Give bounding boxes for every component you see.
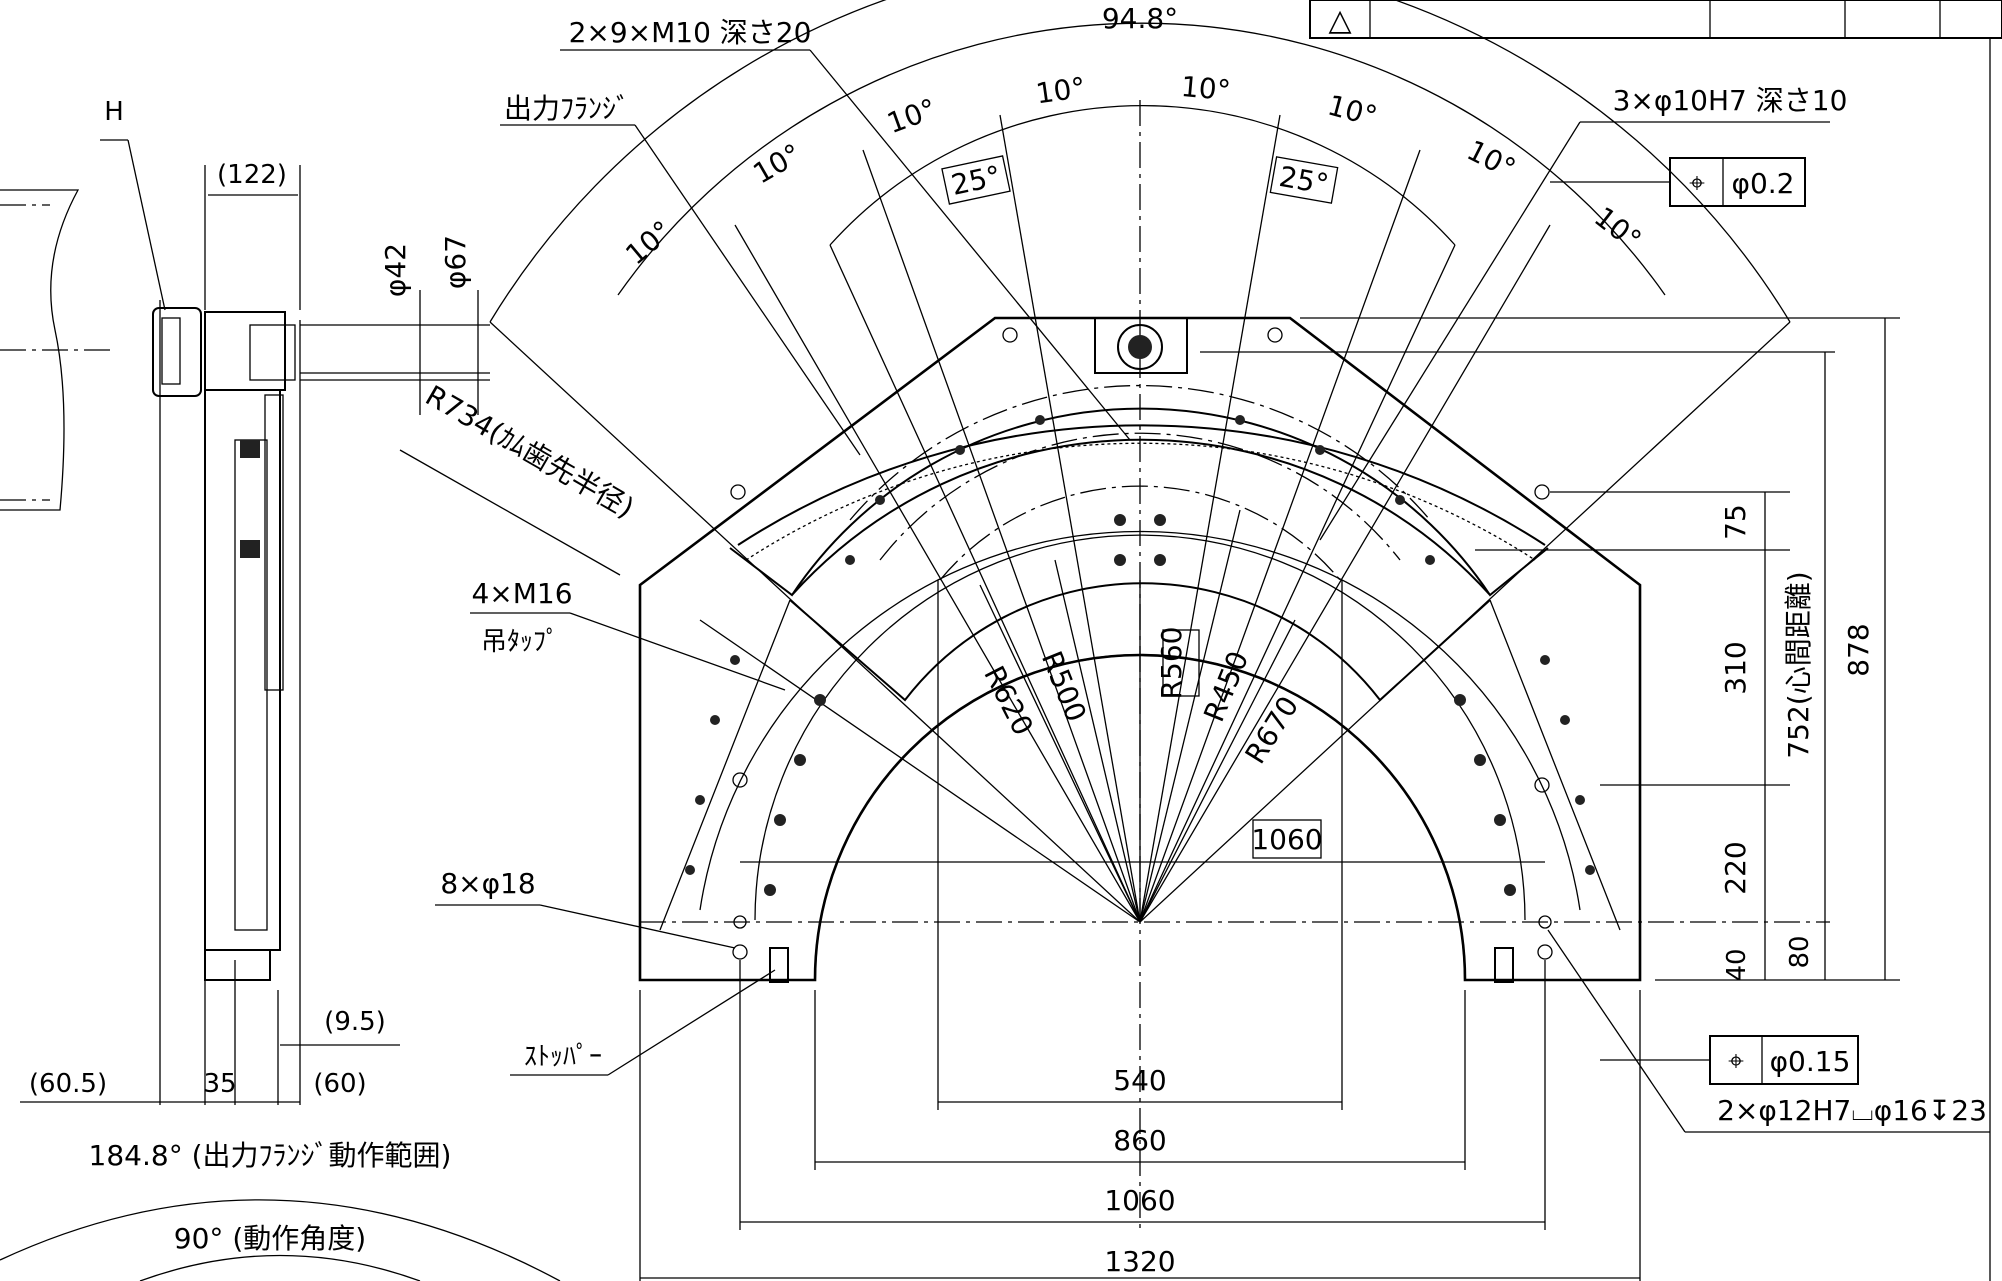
dim-122: (122) xyxy=(217,160,287,190)
radius-r560: R560 xyxy=(1155,627,1188,700)
dim-310: 310 xyxy=(1719,641,1752,694)
dim-540: 540 xyxy=(1113,1064,1166,1097)
side-view: (122) H φ42 φ67 (60.5) 35 (60) (9.5) xyxy=(0,97,490,1105)
dim-phi67: φ67 xyxy=(439,235,472,289)
output-flange-label: 出力ﾌﾗﾝｼﾞ xyxy=(504,92,630,125)
range-184-label: 184.8° (出力ﾌﾗﾝｼﾞ動作範囲) xyxy=(89,1139,452,1172)
angle-10-h: 10° xyxy=(1588,200,1647,257)
lift-tap-label: 吊ﾀｯﾌﾟ xyxy=(481,627,559,657)
dim-860: 860 xyxy=(1113,1124,1166,1157)
tolerance-frames: ⌖ φ0.2 ⌖ φ0.15 xyxy=(1550,157,1859,1085)
dim-60-5: (60.5) xyxy=(29,1069,107,1099)
angle-94-8: 94.8° xyxy=(1102,2,1178,35)
angle-10-e: 10° xyxy=(1180,70,1232,107)
dim-9-5: (9.5) xyxy=(324,1007,386,1037)
dim-40: 40 xyxy=(1722,948,1752,981)
hole-8x18-label: 8×φ18 xyxy=(440,867,535,900)
dim-1320: 1320 xyxy=(1104,1245,1175,1278)
dim-35: 35 xyxy=(203,1069,236,1099)
dim-1060: 1060 xyxy=(1104,1184,1175,1217)
front-view xyxy=(638,100,1830,1230)
radius-r670: R670 xyxy=(1239,690,1306,769)
dim-1060-box: 1060 xyxy=(1251,823,1322,856)
cam-radius-label: R734(ｶﾑ歯先半径) xyxy=(420,379,640,525)
angle-10-f: 10° xyxy=(1324,88,1380,133)
counterbore-label: 2×φ12H7⌴φ16↧23 xyxy=(1717,1094,1987,1127)
dim-phi42: φ42 xyxy=(379,243,412,297)
dim-80: 80 xyxy=(1785,935,1815,968)
tap-m16-label: 4×M16 xyxy=(471,577,572,610)
dim-752: 752(心間距離) xyxy=(1782,571,1815,758)
revision-symbol: △ xyxy=(1328,3,1351,38)
dim-878: 878 xyxy=(1842,623,1875,676)
angle-10-b: 10° xyxy=(748,137,807,190)
pin-hole-label: 3×φ10H7 深さ10 xyxy=(1613,84,1848,117)
tap-m10-label: 2×9×M10 深さ20 xyxy=(569,16,812,49)
pos-tol-0-2: φ0.2 xyxy=(1732,167,1795,200)
range-arcs: 184.8° (出力ﾌﾗﾝｼﾞ動作範囲) 90° (動作角度) xyxy=(0,1139,561,1281)
angle-10-c: 10° xyxy=(883,92,941,140)
pos-symbol-bottom: ⌖ xyxy=(1728,1044,1744,1077)
range-90-label: 90° (動作角度) xyxy=(174,1222,366,1255)
dim-220: 220 xyxy=(1719,841,1752,894)
dim-75: 75 xyxy=(1719,504,1752,540)
dim-60: (60) xyxy=(313,1069,366,1099)
title-block: △ xyxy=(1309,0,2002,1281)
pos-tol-0-15: φ0.15 xyxy=(1770,1045,1851,1078)
radius-labels: R620 R500 R560 R450 R670 xyxy=(977,627,1305,770)
stopper-label: ｽﾄｯﾊﾟｰ xyxy=(524,1042,602,1072)
pos-symbol-top: ⌖ xyxy=(1689,166,1705,199)
label-h: H xyxy=(104,97,124,127)
linear-dims: 1060 540 860 1060 1320 75 310 220 40 80 … xyxy=(639,317,1900,1281)
angle-10-a: 10° xyxy=(619,214,678,271)
angle-10-d: 10° xyxy=(1034,71,1088,111)
